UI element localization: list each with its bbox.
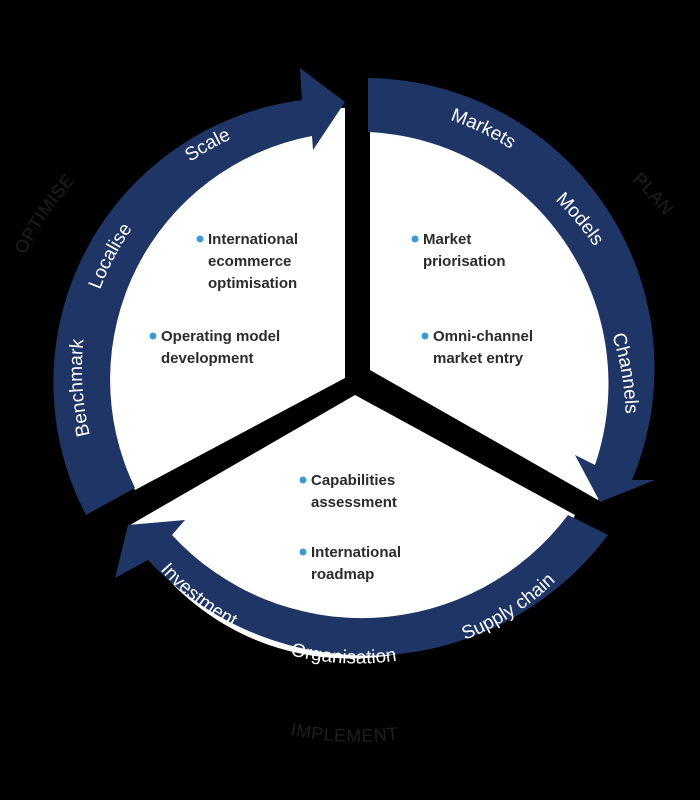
bullet-dot-icon [149, 332, 157, 340]
bullet-dot-icon [421, 332, 429, 340]
bullet-line: Market [423, 231, 471, 248]
bullet-line: Operating model [161, 328, 280, 345]
bullet-capabilities-assessment: Capabilities assessment [299, 472, 397, 511]
phase-label-plan: PLAN [629, 169, 677, 219]
bullet-dot-icon [411, 235, 419, 243]
bullet-international-roadmap: International roadmap [299, 544, 401, 583]
phase-label-optimise: OPTIMISE [11, 170, 78, 257]
bullet-line: optimisation [208, 275, 297, 292]
svg-text:IMPLEMENT: IMPLEMENT [289, 719, 399, 746]
bullet-line: development [161, 350, 254, 367]
svg-text:OPTIMISE: OPTIMISE [11, 170, 79, 257]
implement-ring-arrow [115, 515, 608, 656]
bullet-line: ecommerce [208, 253, 291, 270]
bullet-international-ecommerce: International ecommerce optimisation [196, 231, 298, 292]
bullet-line: assessment [311, 494, 397, 511]
bullet-line: market entry [433, 350, 524, 367]
bullet-omni-channel: Omni-channel market entry [421, 328, 533, 367]
bullet-market-priorisation: Market priorisation [411, 231, 506, 270]
bullet-line: Omni-channel [433, 328, 533, 345]
optimise-ring-arrow [53, 68, 345, 515]
plan-ring-arrow [368, 78, 655, 502]
bullet-line: priorisation [423, 253, 506, 270]
phase-label-implement: IMPLEMENT [289, 719, 399, 746]
svg-text:PLAN: PLAN [629, 169, 677, 219]
bullet-dot-icon [196, 235, 204, 243]
bullet-dot-icon [299, 476, 307, 484]
bullet-line: roadmap [311, 566, 374, 583]
bullet-line: International [311, 544, 401, 561]
bullet-line: International [208, 231, 298, 248]
bullet-operating-model: Operating model development [149, 328, 280, 367]
bullet-line: Capabilities [311, 472, 395, 489]
bullet-dot-icon [299, 548, 307, 556]
